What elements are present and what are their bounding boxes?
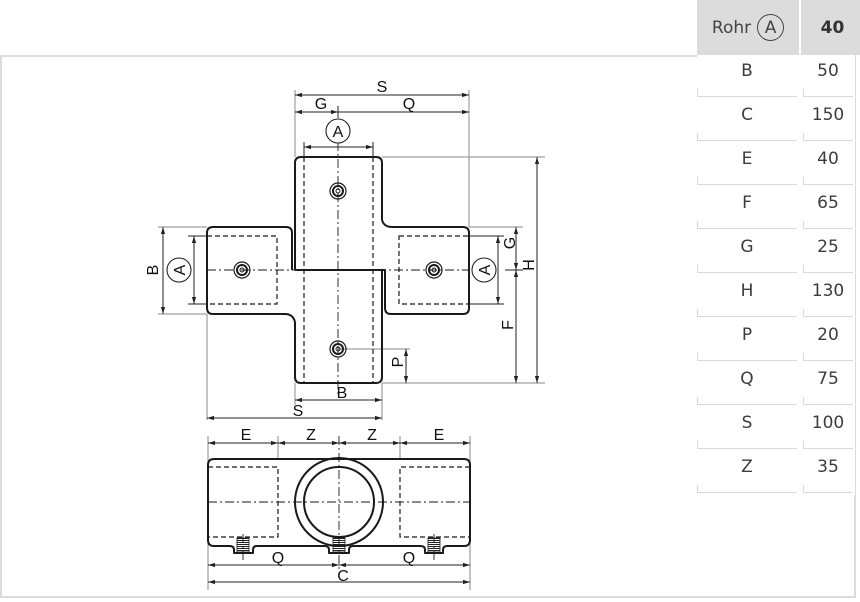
dim-label-Q-left: Q <box>272 550 284 567</box>
dimension-value: 50 <box>803 55 853 99</box>
dimension-label: E <box>697 143 797 187</box>
dimension-value: 20 <box>803 319 853 363</box>
dim-label-B-left: B <box>145 265 162 276</box>
dim-label-S-top: S <box>377 79 388 96</box>
dim-label-Z-left: Z <box>306 427 316 444</box>
dimension-label: Q <box>697 363 797 407</box>
dimension-label: B <box>697 55 797 99</box>
header-label: Rohr <box>711 17 752 38</box>
dim-label-S-bottom: S <box>293 403 304 420</box>
dim-label-F-right: F <box>500 320 517 330</box>
dim-label-A-right: A <box>477 264 494 275</box>
dimension-value: 40 <box>803 143 853 187</box>
dimension-label: F <box>697 187 797 231</box>
dim-label-H-right: H <box>521 259 538 271</box>
dim-label-B-bottom: B <box>337 385 348 402</box>
dimension-label: Z <box>697 451 797 495</box>
dim-label-Z-right: Z <box>367 427 377 444</box>
header-value: 40 <box>820 17 845 38</box>
dimension-value: 130 <box>803 275 853 319</box>
front-view: E Z Z E Q Q C <box>207 427 471 590</box>
dimension-label: P <box>697 319 797 363</box>
header-label-cell: Rohr A <box>697 0 801 55</box>
dim-label-A-left: A <box>172 264 189 275</box>
top-view: S G Q A B A A G H F P B S <box>145 79 545 421</box>
dim-label-G-right: G <box>502 237 519 249</box>
dim-label-A-top: A <box>333 124 344 141</box>
dim-label-C: C <box>337 568 349 585</box>
dim-label-P: P <box>390 357 407 368</box>
dimension-value: 35 <box>803 451 853 495</box>
dimension-value: 75 <box>803 363 853 407</box>
dim-label-Q-right: Q <box>403 550 415 567</box>
circled-symbol-icon: A <box>757 14 785 41</box>
dimension-label: G <box>697 231 797 275</box>
dimension-label: S <box>697 407 797 451</box>
table-header: Rohr A 40 <box>697 0 860 55</box>
dimension-value: 150 <box>803 99 853 143</box>
dimension-label: H <box>697 275 797 319</box>
dimension-value: 65 <box>803 187 853 231</box>
dimension-label: C <box>697 99 797 143</box>
dim-label-E-right: E <box>434 427 445 444</box>
dimension-value: 25 <box>803 231 853 275</box>
dim-label-G-top: G <box>315 96 327 113</box>
bolt-icon <box>233 182 443 358</box>
dim-label-Q-top: Q <box>403 96 415 113</box>
dim-label-E-left: E <box>241 427 252 444</box>
technical-drawing: S G Q A B A A G H F P B S <box>145 79 545 590</box>
dimension-value: 100 <box>803 407 853 451</box>
